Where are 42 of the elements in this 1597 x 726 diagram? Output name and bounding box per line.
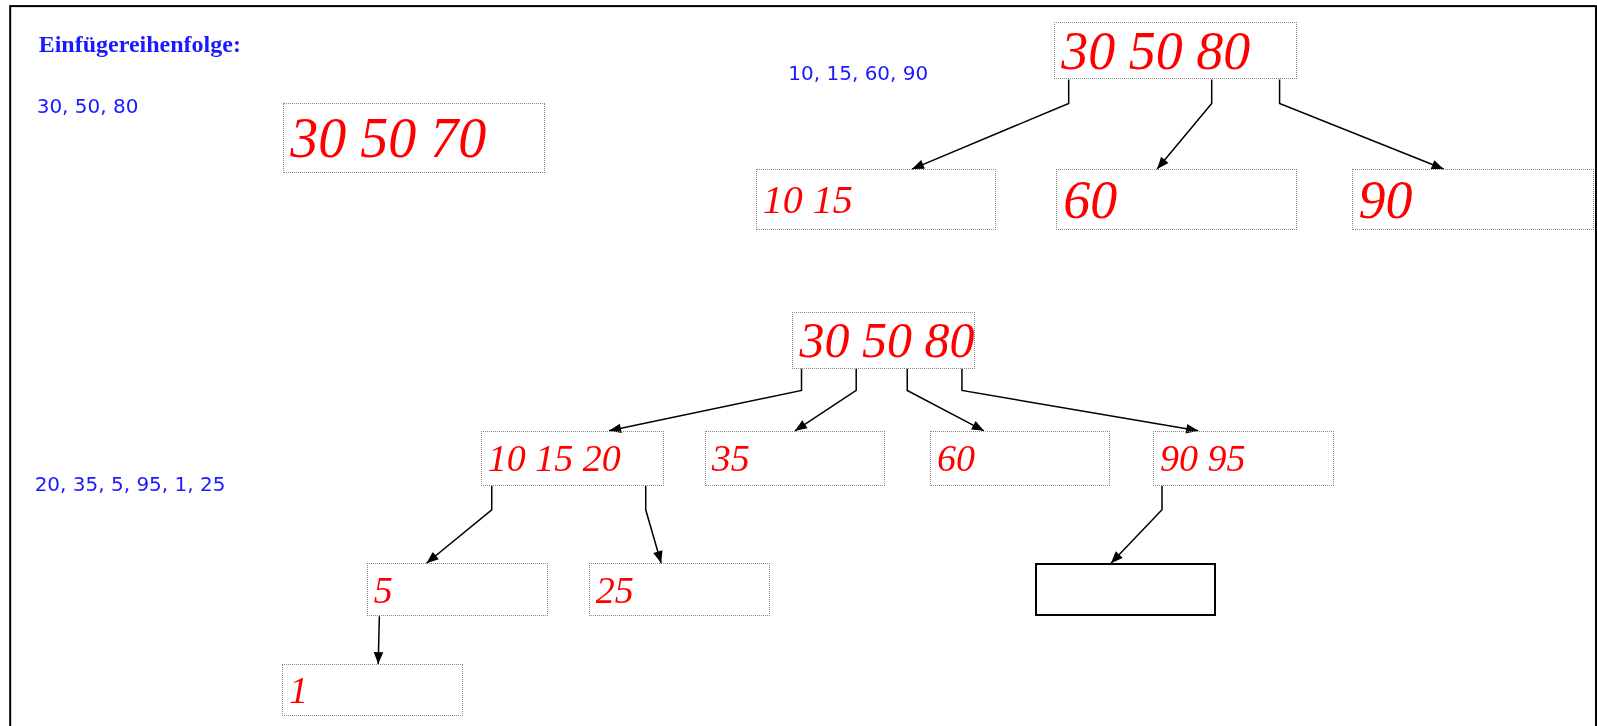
tree-node-box <box>366 563 548 617</box>
key-values: 10 15 20 <box>487 439 621 478</box>
key-values: 30 50 70 <box>290 110 487 166</box>
key-values: 30 50 80 <box>799 315 975 366</box>
tree-node-box <box>588 563 770 617</box>
key-values: 35 <box>711 439 750 478</box>
pointer-arrow <box>961 367 1199 434</box>
key-values: 90 95 <box>1159 439 1246 478</box>
insertion-sequence: 10, 15, 60, 90 <box>788 61 929 86</box>
tree-node-box <box>1056 169 1297 231</box>
heading: Einfügereihenfolge: <box>38 30 241 58</box>
pointer-arrow <box>906 367 985 432</box>
pointer-arrow <box>1110 485 1163 564</box>
pointer-arrow <box>425 485 493 564</box>
key-values: 5 <box>373 570 393 609</box>
key-values: 90 <box>1358 172 1413 227</box>
key-values: 60 <box>1063 172 1118 227</box>
tree-node-box <box>704 430 886 486</box>
tree-node-box <box>1054 22 1297 80</box>
insertion-sequence: 20, 35, 5, 95, 1, 25 <box>34 471 226 496</box>
pointer-arrow <box>794 367 857 432</box>
pointer-arrow <box>373 615 384 665</box>
key-values: 25 <box>595 570 634 609</box>
tree-node-box <box>480 430 665 486</box>
pointer-arrow <box>1278 78 1445 170</box>
key-values: 1 <box>289 671 309 709</box>
pointer-arrow <box>911 78 1070 170</box>
pointer-arrow <box>608 367 803 434</box>
key-values: 60 <box>936 439 975 478</box>
key-values: 30 50 80 <box>1061 23 1251 78</box>
key-values: 10 15 <box>762 179 853 220</box>
pointer-arrow <box>1156 78 1213 170</box>
tree-node-box <box>283 102 545 174</box>
pointer-arrow <box>645 485 663 564</box>
tree-node-box <box>282 664 464 716</box>
tree-node-box <box>755 169 997 231</box>
insertion-sequence: 30, 50, 80 <box>36 93 139 118</box>
tree-node-box <box>1152 430 1335 486</box>
tree-node-box <box>792 311 975 369</box>
empty-node-box <box>1034 563 1217 617</box>
tree-node-box <box>1351 169 1594 231</box>
tree-node-box <box>929 430 1111 486</box>
